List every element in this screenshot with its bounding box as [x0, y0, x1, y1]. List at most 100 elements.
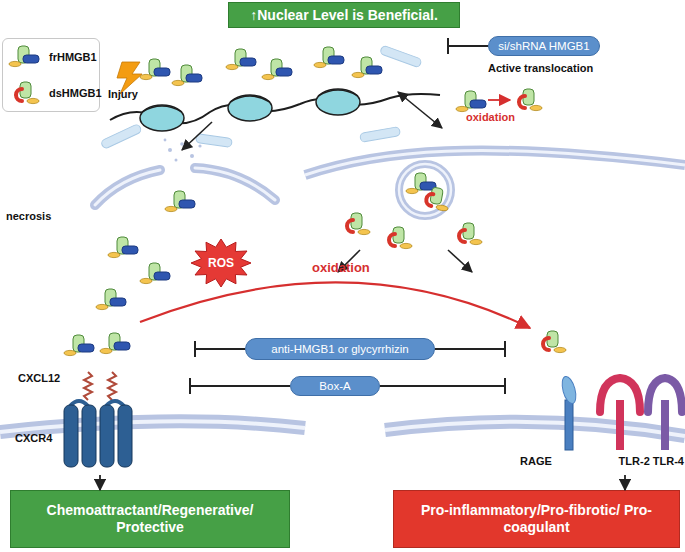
nuclear-envelope — [100, 9, 422, 149]
necrotic-membrane — [195, 168, 275, 200]
process-label: Active translocation — [488, 62, 593, 74]
signal-arrow — [624, 475, 626, 490]
cell-debris — [164, 139, 167, 142]
process-label: oxidation — [466, 111, 515, 123]
tlr4-receptor — [648, 378, 682, 450]
nuclear-envelope — [100, 123, 142, 149]
lower-membrane — [0, 421, 305, 432]
cxcr4-receptor — [64, 405, 78, 467]
receptor-label: RAGE — [520, 455, 552, 467]
tlr2-receptor — [600, 378, 640, 450]
inhibition-bar — [504, 378, 506, 394]
cell-debris — [168, 148, 172, 152]
inhibition-bar — [380, 385, 505, 387]
cell-membrane — [305, 151, 685, 216]
inhibitor-pill: si/shRNA HMGB1 — [488, 36, 600, 56]
legend-icon — [7, 79, 43, 107]
ros-burst: ROS — [190, 238, 252, 288]
legend-row: frHMGB1 — [7, 43, 97, 71]
nuclear-hmgb1 — [140, 59, 170, 80]
signal-arrow — [99, 475, 101, 490]
cxcl12-hmgb1-complex — [100, 333, 130, 354]
oxidation-step — [456, 89, 542, 112]
cxcl12-hmgb1-complex — [64, 335, 94, 356]
header-banner: ↑Nuclear Level is Beneficial. — [228, 2, 460, 28]
legend-icon — [9, 46, 39, 67]
inhibitor-text: anti-HMGB1 or glycyrrhizin — [271, 343, 408, 355]
nuclear-hmgb1 — [262, 59, 292, 80]
cell-debris — [180, 142, 184, 146]
cell-membrane — [399, 164, 451, 216]
oxidation-arrow — [140, 282, 530, 328]
cxcl12-hmgb1-complex — [84, 372, 92, 400]
vesicle-hmgb1 — [406, 173, 451, 212]
cell-debris — [190, 154, 194, 158]
legend-icon — [16, 82, 39, 104]
released-hmgb1 — [389, 227, 412, 249]
receptor-node: CXCR4 — [15, 400, 145, 475]
cell-debris — [175, 159, 178, 162]
cell-membrane — [305, 151, 685, 175]
cell-membrane — [399, 164, 451, 216]
oxidation-step — [488, 99, 510, 101]
released-hmgb1 — [108, 237, 138, 258]
ros-text: ROS — [208, 256, 234, 270]
receptor-node: RAGE TLR-2 TLR-4 — [520, 395, 684, 475]
inhibition-bar — [195, 348, 245, 350]
event-label: Injury — [108, 88, 138, 100]
outcome-box: Chemoattractant/Regenerative/ Protective — [10, 490, 290, 548]
released-hmgb1 — [96, 289, 126, 310]
cxcl12-hmgb1-complex — [108, 372, 116, 400]
cxcr4-receptor — [118, 405, 132, 467]
necrotic-membrane — [195, 168, 275, 200]
nuclear-hmgb1 — [172, 65, 202, 86]
nuclear-hmgb1 — [352, 57, 382, 78]
released-hmgb1 — [165, 191, 195, 212]
lower-membrane — [0, 421, 305, 432]
lower-membrane — [385, 422, 685, 436]
nuclear-hmgb1 — [140, 47, 382, 86]
inhibition-bar — [190, 38, 505, 394]
oxidation-step — [519, 89, 542, 111]
inhibition-bar — [189, 378, 191, 394]
banner-text: ↑Nuclear Level is Beneficial. — [250, 7, 438, 23]
nuclear-hmgb1 — [314, 47, 344, 68]
flow-arrow — [448, 250, 472, 272]
dshmgb1-ligand — [543, 331, 566, 353]
cxcr4-receptor — [70, 401, 124, 406]
nuclear-envelope — [195, 134, 232, 148]
cxcr4-receptor — [82, 405, 96, 467]
flow-arrow — [182, 92, 472, 272]
legend-row: dsHMGB1 — [7, 79, 102, 107]
dshmgb1-ligand — [543, 331, 566, 353]
receptor-label: CXCR4 — [15, 432, 52, 444]
inhibitor-text: Box-A — [319, 380, 350, 392]
inhibitor-pill: Box-A — [290, 376, 380, 396]
cell-debris — [198, 144, 201, 147]
legend-icon — [7, 43, 43, 71]
ros-burst-shape — [191, 239, 251, 287]
legend-text: dsHMGB1 — [49, 87, 102, 99]
flow-arrow — [182, 122, 212, 150]
outcome-text: Pro-inflammatory/Pro-fibrotic/ Pro-coagu… — [412, 502, 661, 537]
oxidation-step — [456, 91, 486, 112]
legend-text: frHMGB1 — [49, 51, 97, 63]
molecule-label: CXCL12 — [18, 372, 60, 384]
inhibitor-pill: anti-HMGB1 or glycyrrhizin — [245, 338, 435, 360]
outcome-box: Pro-inflammatory/Pro-fibrotic/ Pro-coagu… — [393, 490, 680, 548]
cxcr4-receptor — [100, 405, 114, 467]
rage-receptor — [560, 375, 579, 405]
lower-membrane — [385, 422, 685, 436]
tlr2-receptor — [616, 400, 624, 450]
nuclear-envelope — [380, 45, 423, 68]
receptor-label: TLR-2 TLR-4 — [619, 455, 684, 467]
vesicle-hmgb1 — [425, 186, 451, 211]
event-label: necrosis — [6, 210, 51, 222]
nuclear-envelope — [360, 127, 401, 143]
chromatin — [110, 89, 440, 131]
process-label: oxidation — [312, 260, 370, 275]
inhibition-bar — [448, 45, 488, 47]
